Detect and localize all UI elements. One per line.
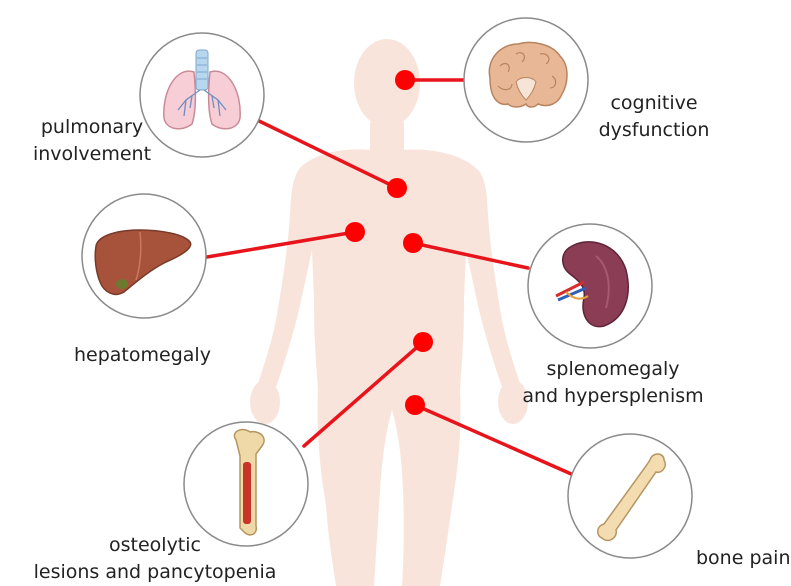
label-hepatomegaly: hepatomegaly	[74, 342, 211, 369]
femur-icon	[184, 422, 308, 546]
brain-icon	[464, 18, 588, 142]
label-pulmonary-line-2: involvement	[17, 141, 167, 168]
marker-bone-pain	[405, 395, 425, 415]
label-splenomegaly: splenomegaly and hypersplenism	[513, 356, 713, 410]
label-osteolytic-line-1: osteolytic	[30, 532, 280, 559]
label-osteolytic: osteolytic lesions and pancytopenia	[30, 532, 280, 586]
label-pulmonary-line-1: pulmonary	[17, 114, 167, 141]
spleen-icon	[528, 224, 652, 348]
marker-hepatomegaly	[345, 222, 365, 242]
marker-osteolytic	[413, 332, 433, 352]
label-cognitive-line-2: dysfunction	[579, 117, 729, 144]
marker-cognitive	[395, 70, 415, 90]
marker-splenomegaly	[403, 233, 423, 253]
liver-icon	[82, 194, 206, 318]
marker-pulmonary	[387, 178, 407, 198]
label-cognitive-line-1: cognitive	[579, 90, 729, 117]
label-splenomegaly-line-2: and hypersplenism	[513, 383, 713, 410]
label-bone-pain: bone pain	[696, 545, 790, 572]
label-hepatomegaly-line-1: hepatomegaly	[74, 342, 211, 369]
bone-icon	[568, 434, 692, 558]
label-bone-pain-line-1: bone pain	[696, 545, 790, 572]
label-pulmonary: pulmonary involvement	[17, 114, 167, 168]
label-cognitive: cognitive dysfunction	[579, 90, 729, 144]
label-osteolytic-line-2: lesions and pancytopenia	[30, 559, 280, 586]
label-splenomegaly-line-1: splenomegaly	[513, 356, 713, 383]
